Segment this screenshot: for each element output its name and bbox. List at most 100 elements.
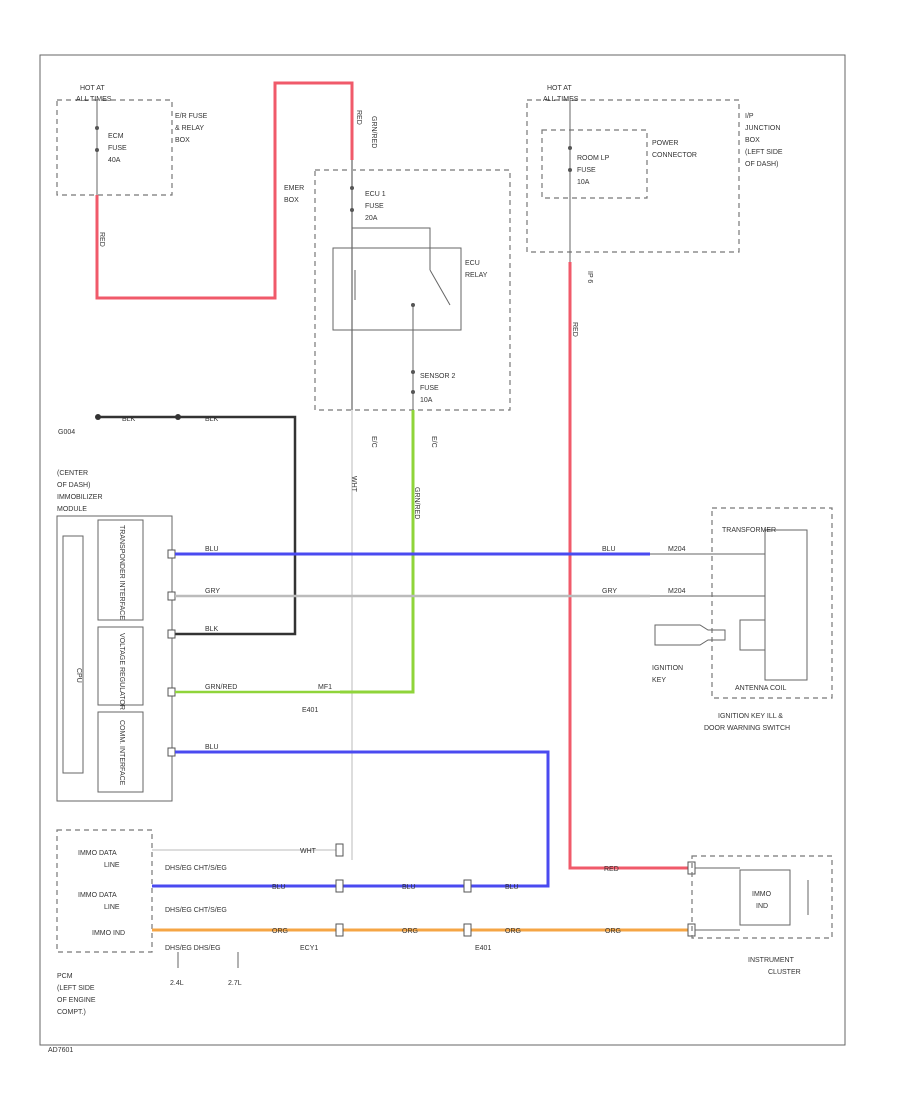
wire-label: BLU	[602, 546, 616, 553]
fuse-label: ECM	[108, 133, 124, 140]
module-label: MODULE	[57, 506, 87, 513]
module-label: PCM	[57, 973, 73, 980]
block-label: ANTENNA COIL	[735, 685, 786, 692]
fuse-label: ECU 1	[365, 191, 386, 198]
cpu-label: CPU	[75, 668, 82, 683]
wire-label: RED	[355, 110, 362, 125]
fuse-terminal	[411, 390, 415, 394]
variant-label: DHS/EG DHS/EG	[165, 945, 221, 952]
box-label: JUNCTION	[745, 125, 780, 132]
component-label: IGNITION KEY ILL &	[718, 713, 783, 720]
block-label: TRANSPONDER INTERFACE	[118, 525, 125, 620]
diagram-frame	[39, 54, 846, 1046]
connector-label: ECY1	[300, 945, 318, 952]
blue-wire	[175, 750, 550, 888]
box-label: (LEFT SIDE	[745, 149, 783, 156]
black-wire	[98, 415, 297, 636]
fuse-label: FUSE	[365, 203, 384, 210]
box-label: & RELAY	[175, 125, 204, 132]
er-fuse-box	[56, 99, 173, 196]
module-label: (LEFT SIDE	[57, 985, 95, 992]
wire-label: GRN/RED	[413, 487, 420, 519]
fuse-terminal	[350, 208, 354, 212]
hot-label: ALL TIMES	[76, 96, 112, 103]
variant-label: 2.7L	[228, 980, 242, 987]
box-label: BOX	[175, 137, 190, 144]
connector-label: E/C	[430, 436, 437, 448]
block-label: COMM. INTERFACE	[118, 720, 125, 786]
relay-contact	[411, 303, 415, 307]
cpu-block	[62, 535, 84, 774]
connector-pin	[335, 879, 344, 893]
fuse-terminal	[95, 126, 99, 130]
box-label: I/P	[745, 113, 754, 120]
connector-pin	[463, 879, 472, 893]
ground-point	[95, 414, 101, 420]
fuse-label: 20A	[365, 215, 378, 222]
wire-label: ORG	[402, 928, 418, 935]
wire-label: RED	[604, 866, 619, 873]
wire-label: BLK	[205, 626, 219, 633]
connector-pin	[335, 923, 344, 937]
wire-label: GRY	[602, 588, 617, 595]
immobilizer-module	[56, 515, 173, 802]
wire-label: BLU	[505, 884, 519, 891]
component-label: INSTRUMENT	[748, 957, 795, 964]
pin-label: IMMO DATA	[78, 850, 117, 857]
instrument-cluster	[691, 855, 833, 939]
wire-label: BLU	[205, 744, 219, 751]
connector-pin	[167, 591, 176, 601]
voltage-regulator	[97, 626, 144, 706]
box-label: BOX	[745, 137, 760, 144]
variant-label: 2.4L	[170, 980, 184, 987]
connector-label: E/C	[370, 436, 377, 448]
module-label: IMMOBILIZER	[57, 494, 103, 501]
wire-label: BLK	[122, 416, 136, 423]
box-label: POWER	[652, 140, 678, 147]
box-label: OF DASH)	[745, 161, 778, 168]
immo-indicator	[739, 869, 791, 926]
hot-label: HOT AT	[547, 85, 572, 92]
module-label: (CENTER	[57, 470, 88, 477]
box-label: CONNECTOR	[652, 152, 697, 159]
pin-label: IMMO DATA	[78, 892, 117, 899]
connector-label: IP 6	[586, 271, 593, 283]
comm-interface	[97, 711, 144, 793]
power-connector	[541, 129, 648, 199]
wire-label: RED	[571, 322, 578, 337]
variant-label: DHS/EG CHT/S/EG	[165, 865, 227, 872]
splice	[175, 414, 181, 420]
connector-label: E401	[302, 707, 318, 714]
fuse-terminal	[568, 168, 572, 172]
fuse-label: SENSOR 2	[420, 373, 456, 380]
relay-label: ECU	[465, 260, 480, 267]
connector-label: M204	[668, 588, 686, 595]
connector-pin	[463, 923, 472, 937]
component-label: CLUSTER	[768, 969, 801, 976]
box-label: E/R FUSE	[175, 113, 208, 120]
ecu-relay	[332, 247, 462, 331]
key-icon	[654, 624, 726, 646]
transformer	[764, 529, 808, 681]
ip-junction-box	[526, 99, 740, 253]
key-label: KEY	[652, 677, 666, 684]
component-label: DOOR WARNING SWITCH	[704, 725, 790, 732]
fuse-label: FUSE	[108, 145, 127, 152]
module-label: OF ENGINE	[57, 997, 96, 1004]
hot-label: ALL TIMES	[543, 96, 579, 103]
fuse-label: 10A	[420, 397, 433, 404]
wire-label: BLU	[205, 546, 219, 553]
connector-label: M204	[668, 546, 686, 553]
hot-label: HOT AT	[80, 85, 105, 92]
box-label: BOX	[284, 197, 299, 204]
antenna-coil	[739, 619, 766, 651]
box-label: EMER	[284, 185, 304, 192]
relay-switch	[429, 269, 451, 306]
wire-label: GRN/RED	[370, 116, 377, 148]
ignition-key-switch	[711, 507, 833, 699]
relay-feed	[352, 227, 431, 270]
fuse-label: 40A	[108, 157, 121, 164]
connector-label: E401	[475, 945, 491, 952]
wire-label: BLK	[205, 416, 219, 423]
